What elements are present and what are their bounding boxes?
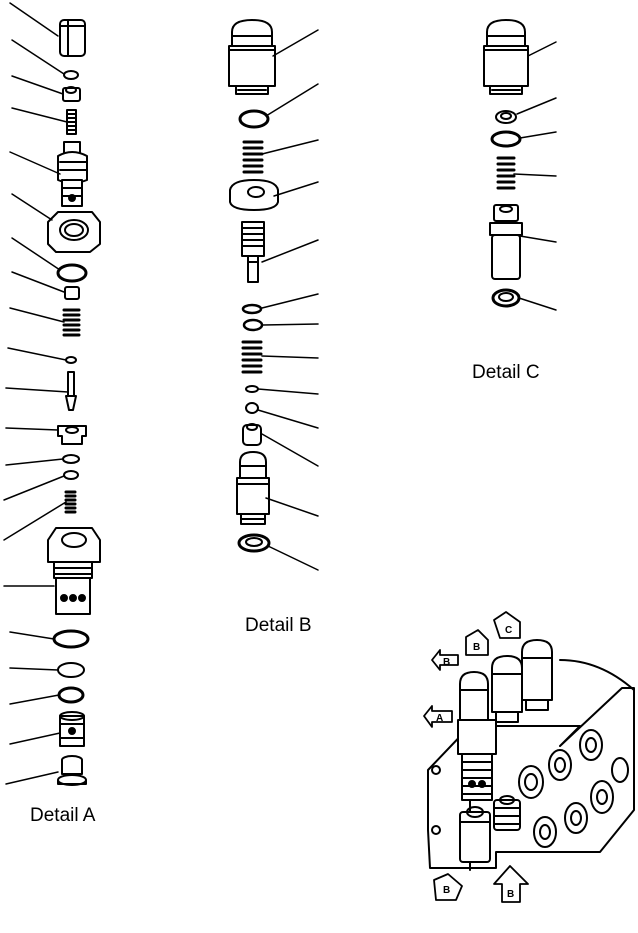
assembly-valve-lower-left: [459, 806, 491, 863]
detail-a-leader-lines: [3, 2, 69, 785]
part-a-sleeve: [47, 527, 101, 615]
part-a-o-ring-4: [63, 470, 79, 480]
assembly-cap-left: [459, 671, 489, 721]
detail-c-caption: Detail C: [472, 362, 540, 383]
part-a-o-ring-1: [63, 70, 79, 80]
part-b-cap: [228, 19, 276, 95]
tag-b-bottom-left-letter: B: [443, 885, 450, 896]
part-b-ball: [245, 402, 259, 414]
part-b-o-ring-1: [238, 109, 270, 129]
part-c-washer: [495, 110, 517, 124]
part-b-spring-1: [242, 140, 264, 174]
part-a-o-ring-6: [57, 686, 85, 704]
tag-a-left-letter: A: [436, 713, 443, 724]
part-c-o-ring: [490, 130, 522, 148]
part-b-o-ring-3: [242, 318, 264, 332]
detail-a-parts: [47, 19, 101, 786]
part-a-end-plug: [57, 755, 87, 786]
part-a-o-ring-5: [52, 629, 90, 649]
part-a-o-ring-2: [56, 263, 88, 283]
detail-c-parts: [483, 19, 529, 308]
part-a-backup-ring: [57, 662, 85, 678]
part-a-needle: [65, 371, 77, 411]
part-a-o-ring-3: [62, 454, 80, 464]
tag-b-left-letter: B: [443, 657, 450, 668]
part-a-cap: [59, 19, 86, 57]
assembly-cap-right: [521, 639, 553, 711]
part-a-nut: [62, 86, 81, 102]
part-a-lock-nut: [47, 211, 101, 253]
part-a-spring-1: [62, 308, 81, 337]
tag-b-mid-shape: [465, 629, 489, 656]
detail-b-caption: Detail B: [245, 615, 312, 636]
part-b-sleeve: [236, 451, 270, 525]
tag-b-bottom-right-letter: B: [507, 889, 514, 900]
part-b-flange: [229, 179, 279, 211]
tag-b-mid-letter: B: [473, 642, 480, 653]
block-ports: [431, 729, 629, 848]
part-a-spring-2: [64, 490, 77, 514]
tag-b-left-shape: [431, 649, 459, 671]
part-c-spring: [496, 156, 516, 190]
detail-a-caption: Detail A: [30, 805, 96, 826]
part-a-seat: [64, 286, 80, 300]
tag-c-top-letter: C: [505, 625, 512, 636]
part-a-screw: [66, 109, 77, 135]
tag-a-left-shape: [423, 705, 453, 728]
part-b-spring-2: [241, 340, 263, 374]
assembly-valve-a: [457, 699, 497, 801]
assembly-cap-mid: [491, 655, 523, 723]
part-b-bottom-ring: [237, 533, 271, 553]
part-c-piston: [489, 204, 523, 280]
part-a-guide: [57, 425, 87, 445]
detail-b-parts: [228, 19, 279, 553]
part-a-plug: [59, 711, 85, 747]
part-c-cap: [483, 19, 529, 95]
valve-assembly: [427, 639, 635, 871]
part-b-washer: [245, 385, 259, 393]
part-a-washer: [65, 356, 77, 364]
part-b-spool: [241, 221, 265, 283]
detail-b-leader-lines: [257, 29, 319, 571]
part-c-bottom-ring: [491, 288, 521, 308]
tag-b-bottom-right-shape: [493, 865, 529, 903]
part-a-poppet-body: [57, 141, 88, 207]
detail-c-leader-lines: [513, 41, 557, 311]
assembly-valve-lower-right: [493, 795, 521, 831]
tag-b-bottom-left-shape: [433, 873, 463, 901]
part-b-poppet: [242, 423, 262, 446]
tag-c-top-shape: [493, 611, 521, 639]
view-tags: [423, 611, 529, 903]
part-b-o-ring-2: [241, 303, 263, 315]
